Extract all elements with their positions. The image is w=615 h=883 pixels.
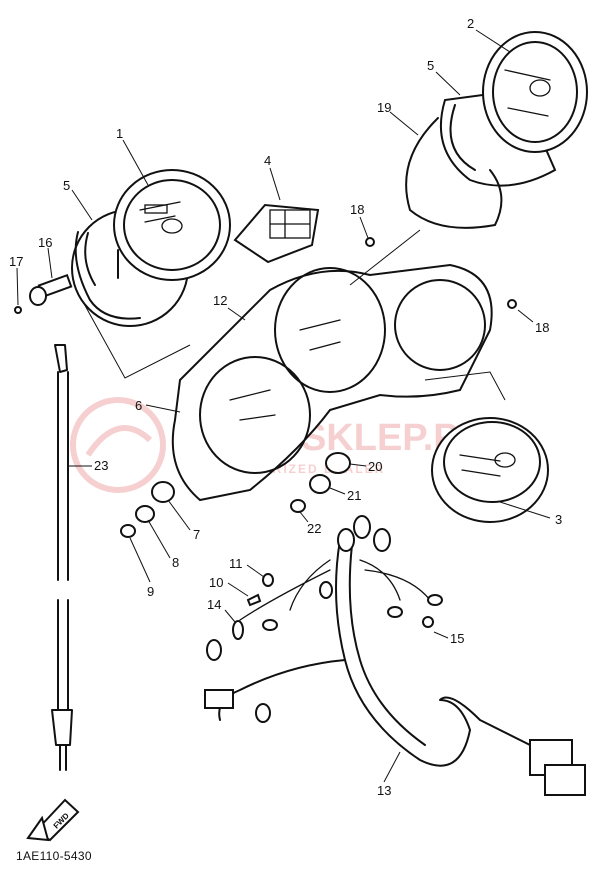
damper-8 [135,505,155,523]
catalog-code: 1AE110-5430 [16,849,92,863]
damper-20 [325,452,351,474]
washer-22 [290,499,306,513]
label-part-15: 15 [450,631,464,646]
label-part-4: 4 [264,153,271,168]
screw-18-top [365,237,375,247]
label-part-17: 17 [9,254,23,269]
label-part-3: 3 [555,512,562,527]
label-part-1: 1 [116,126,123,141]
label-part-11: 11 [229,556,243,571]
meter-housing-12 [171,263,493,502]
part-labels: 1 2 3 4 5 5 6 7 8 9 10 11 12 13 14 15 16 [9,16,562,798]
bulb-11 [262,573,274,587]
damper-21 [309,474,331,494]
screw-17 [14,306,22,314]
watermark-logo-swoosh [85,425,153,457]
bulb-10 [246,593,262,607]
meter-assembly-3 [431,417,549,523]
label-part-21: 21 [347,488,361,503]
label-part-13: 13 [377,783,391,798]
damper-7 [151,481,175,503]
label-part-9: 9 [147,584,154,599]
front-arrow-icon: FWD [26,798,80,842]
label-part-7: 7 [193,527,200,542]
label-part-2: 2 [467,16,474,31]
label-part-20: 20 [368,459,382,474]
watermark-logo-icon [70,397,166,493]
screw-18-right [507,299,517,309]
wire-harness-13 [204,515,586,796]
label-part-18-right: 18 [535,320,549,335]
label-part-5-left: 5 [63,178,70,193]
label-part-10: 10 [209,575,223,590]
bulb-14 [232,620,244,640]
meter-assembly-2 [439,31,588,187]
label-part-16: 16 [38,235,52,250]
meter-cover-19 [405,117,503,229]
meter-assembly-1 [71,169,231,327]
label-part-23: 23 [94,458,108,473]
label-part-22: 22 [307,521,321,536]
label-part-8: 8 [172,555,179,570]
indicator-light-4 [233,203,320,264]
label-part-6: 6 [135,398,142,413]
speedometer-cable-23 [51,344,73,771]
washer-9 [120,524,136,538]
grommet-15 [422,616,434,628]
label-part-5-right: 5 [427,58,434,73]
label-part-19: 19 [377,100,391,115]
label-part-14: 14 [207,597,221,612]
label-part-12: 12 [213,293,227,308]
label-part-18-top: 18 [350,202,364,217]
screw-16 [29,273,73,306]
